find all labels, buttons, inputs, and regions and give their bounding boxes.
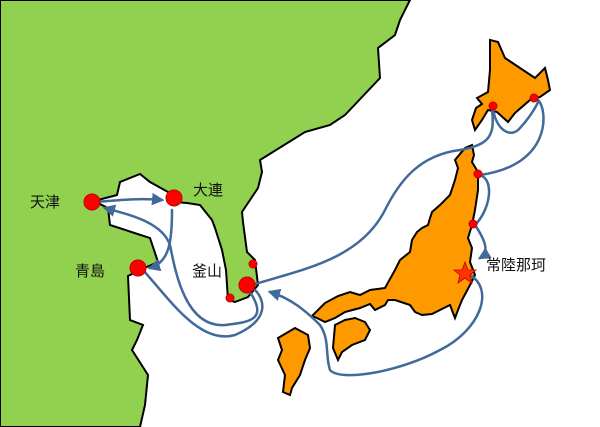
shipping-routes xyxy=(93,98,545,377)
route-dalian-qingdao xyxy=(147,208,174,272)
route-hokkaido-aomori xyxy=(478,98,545,177)
port-dot-qingdao[interactable] xyxy=(129,259,147,277)
port-dot-hokkaido-east[interactable] xyxy=(529,93,539,103)
port-dot-aomori[interactable] xyxy=(473,169,483,179)
label-dalian: 大連 xyxy=(193,181,223,199)
route-busan-tianjin xyxy=(102,204,259,327)
port-dot-busan-east[interactable] xyxy=(248,259,258,269)
hokkaido xyxy=(470,38,552,133)
port-dot-busan[interactable] xyxy=(238,276,256,294)
port-dot-dalian[interactable] xyxy=(165,189,183,207)
port-dot-tianjin[interactable] xyxy=(83,193,101,211)
shikoku xyxy=(331,316,372,363)
port-dot-sendai[interactable] xyxy=(468,219,478,229)
kyushu xyxy=(276,326,312,397)
port-dot-busan-west[interactable] xyxy=(225,293,235,303)
honshu xyxy=(310,143,479,324)
route-qingdao-busan xyxy=(141,268,264,338)
port-dot-hokkaido-west[interactable] xyxy=(488,101,498,111)
route-busan-hokkaido xyxy=(250,108,494,287)
route-hitachinaka-busan xyxy=(267,273,484,377)
origin-star-icon[interactable] xyxy=(452,260,478,284)
continent-landmass xyxy=(0,0,412,427)
label-tianjin: 天津 xyxy=(30,193,60,211)
label-qingdao: 青島 xyxy=(75,262,105,280)
label-busan: 釜山 xyxy=(192,262,222,280)
label-hitachinaka: 常陸那珂 xyxy=(486,256,546,274)
route-tianjin-dalian xyxy=(93,192,165,206)
